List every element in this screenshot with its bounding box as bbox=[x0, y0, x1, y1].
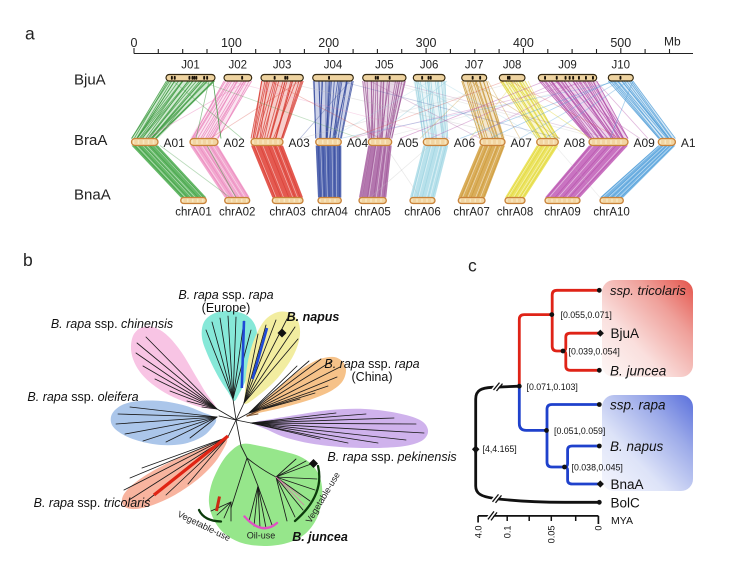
svg-text:A06: A06 bbox=[454, 136, 476, 150]
svg-text:BolC: BolC bbox=[611, 495, 641, 510]
svg-text:A04: A04 bbox=[347, 136, 369, 150]
svg-text:J03: J03 bbox=[273, 60, 292, 72]
svg-text:A01: A01 bbox=[164, 136, 186, 150]
svg-text:A1: A1 bbox=[681, 136, 696, 150]
svg-text:J10: J10 bbox=[612, 60, 631, 72]
svg-text:a: a bbox=[25, 24, 35, 44]
svg-text:[0.055,0.071]: [0.055,0.071] bbox=[561, 310, 612, 320]
svg-text:B. rapa ssp. oleifera: B. rapa ssp. oleifera bbox=[27, 390, 138, 404]
svg-text:J05: J05 bbox=[375, 60, 394, 72]
svg-text:J02: J02 bbox=[229, 60, 248, 72]
svg-text:B. rapa ssp. rapa: B. rapa ssp. rapa bbox=[324, 357, 419, 371]
svg-text:A08: A08 bbox=[564, 136, 586, 150]
svg-text:[4,4.165]: [4,4.165] bbox=[483, 444, 517, 454]
svg-text:A07: A07 bbox=[511, 136, 533, 150]
svg-text:[0.051,0.059]: [0.051,0.059] bbox=[554, 426, 605, 436]
svg-text:ssp. tricolaris: ssp. tricolaris bbox=[610, 283, 686, 298]
svg-text:500: 500 bbox=[610, 36, 631, 50]
svg-text:J08: J08 bbox=[503, 60, 522, 72]
svg-text:Mb: Mb bbox=[664, 35, 681, 49]
svg-text:(Europe): (Europe) bbox=[202, 301, 251, 315]
svg-text:BnaA: BnaA bbox=[74, 187, 111, 204]
svg-text:[0.039,0.054]: [0.039,0.054] bbox=[569, 347, 620, 357]
svg-text:A02: A02 bbox=[224, 136, 246, 150]
svg-text:chrA05: chrA05 bbox=[354, 207, 390, 219]
svg-text:0: 0 bbox=[131, 36, 138, 50]
svg-text:0.05: 0.05 bbox=[547, 526, 557, 544]
svg-text:BjuA: BjuA bbox=[611, 326, 640, 341]
svg-text:400: 400 bbox=[513, 36, 534, 50]
svg-text:J09: J09 bbox=[558, 60, 577, 72]
svg-text:(China): (China) bbox=[352, 370, 393, 384]
svg-text:A09: A09 bbox=[634, 136, 656, 150]
svg-text:chrA09: chrA09 bbox=[544, 207, 580, 219]
svg-text:J01: J01 bbox=[181, 60, 200, 72]
svg-text:BnaA: BnaA bbox=[611, 477, 644, 492]
svg-text:chrA04: chrA04 bbox=[311, 207, 348, 219]
svg-text:A05: A05 bbox=[397, 136, 419, 150]
svg-text:MYA: MYA bbox=[611, 515, 633, 527]
svg-text:100: 100 bbox=[221, 36, 242, 50]
svg-text:B. juncea: B. juncea bbox=[610, 363, 667, 378]
svg-text:chrA08: chrA08 bbox=[497, 207, 533, 219]
svg-text:chrA03: chrA03 bbox=[269, 207, 305, 219]
svg-text:0: 0 bbox=[594, 526, 604, 531]
svg-text:B. juncea: B. juncea bbox=[292, 530, 348, 544]
svg-text:B. napus: B. napus bbox=[287, 310, 340, 324]
svg-text:chrA07: chrA07 bbox=[453, 207, 489, 219]
svg-text:BraA: BraA bbox=[74, 132, 107, 149]
svg-text:BjuA: BjuA bbox=[74, 72, 106, 89]
svg-text:B. rapa ssp. chinensis: B. rapa ssp. chinensis bbox=[51, 317, 173, 331]
svg-text:chrA01: chrA01 bbox=[175, 207, 211, 219]
svg-text:chrA02: chrA02 bbox=[219, 207, 255, 219]
svg-text:[0.071,0.103]: [0.071,0.103] bbox=[527, 382, 578, 392]
svg-text:chrA10: chrA10 bbox=[593, 207, 629, 219]
svg-text:Oil-use: Oil-use bbox=[247, 531, 276, 541]
svg-text:B. rapa ssp. pekinensis: B. rapa ssp. pekinensis bbox=[327, 450, 456, 464]
svg-text:B. rapa ssp. tricolaris: B. rapa ssp. tricolaris bbox=[34, 496, 151, 510]
svg-text:B. napus: B. napus bbox=[610, 439, 664, 454]
svg-text:b: b bbox=[23, 250, 33, 270]
svg-text:0.1: 0.1 bbox=[502, 526, 512, 539]
svg-text:4.0: 4.0 bbox=[473, 526, 483, 539]
svg-text:A03: A03 bbox=[289, 136, 311, 150]
svg-text:300: 300 bbox=[416, 36, 437, 50]
svg-text:c: c bbox=[468, 256, 477, 276]
svg-text:B. rapa ssp. rapa: B. rapa ssp. rapa bbox=[178, 288, 273, 302]
svg-text:J07: J07 bbox=[465, 60, 484, 72]
svg-text:chrA06: chrA06 bbox=[404, 207, 440, 219]
svg-text:J06: J06 bbox=[420, 60, 439, 72]
svg-text:ssp. rapa: ssp. rapa bbox=[610, 398, 666, 413]
svg-text:[0.038,0.045]: [0.038,0.045] bbox=[572, 462, 623, 472]
svg-text:200: 200 bbox=[318, 36, 339, 50]
svg-text:J04: J04 bbox=[324, 60, 343, 72]
